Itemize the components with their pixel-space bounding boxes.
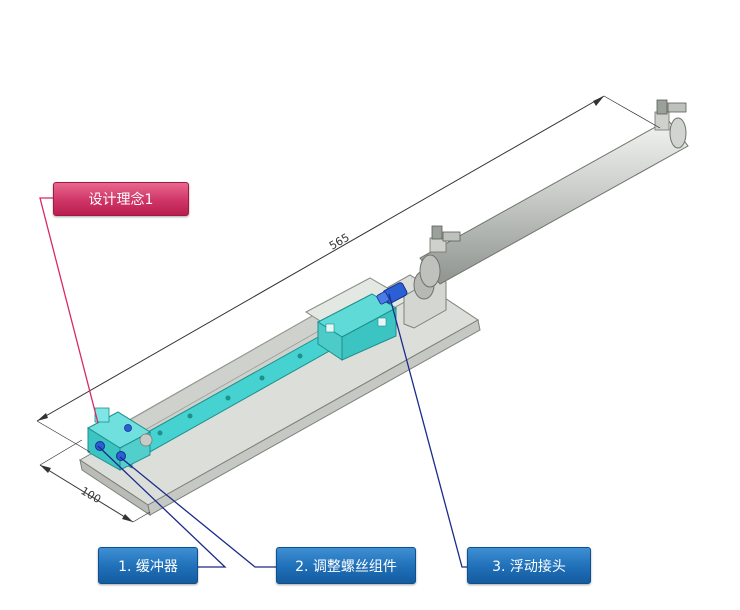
adjust-screw-callout: 2. 调整螺丝组件 <box>276 547 416 584</box>
rail-hole <box>157 430 163 436</box>
floating-joint-callout: 3. 浮动接头 <box>467 547 591 584</box>
rail-hole <box>187 413 193 419</box>
dimension-length-label: 565 <box>327 231 352 253</box>
leader-design-concept <box>39 197 99 424</box>
leader-floating-joint <box>388 293 467 568</box>
adjust-screw <box>116 451 126 461</box>
dimension-width-label: 100 <box>79 484 104 506</box>
rail-hole <box>225 395 231 401</box>
rail-hole <box>297 353 303 359</box>
floating-joint <box>376 282 408 305</box>
design-concept-label: 设计理念1 <box>53 182 189 216</box>
bumper-screw <box>95 441 105 451</box>
air-fitting-front <box>429 225 461 253</box>
air-cylinder <box>419 99 689 288</box>
leader-bumper <box>97 445 227 568</box>
leader-adjust-screw <box>119 456 276 568</box>
bumper-callout: 1. 缓冲器 <box>98 547 198 584</box>
air-fitting-rear <box>654 99 687 131</box>
rail-hole <box>259 375 265 381</box>
